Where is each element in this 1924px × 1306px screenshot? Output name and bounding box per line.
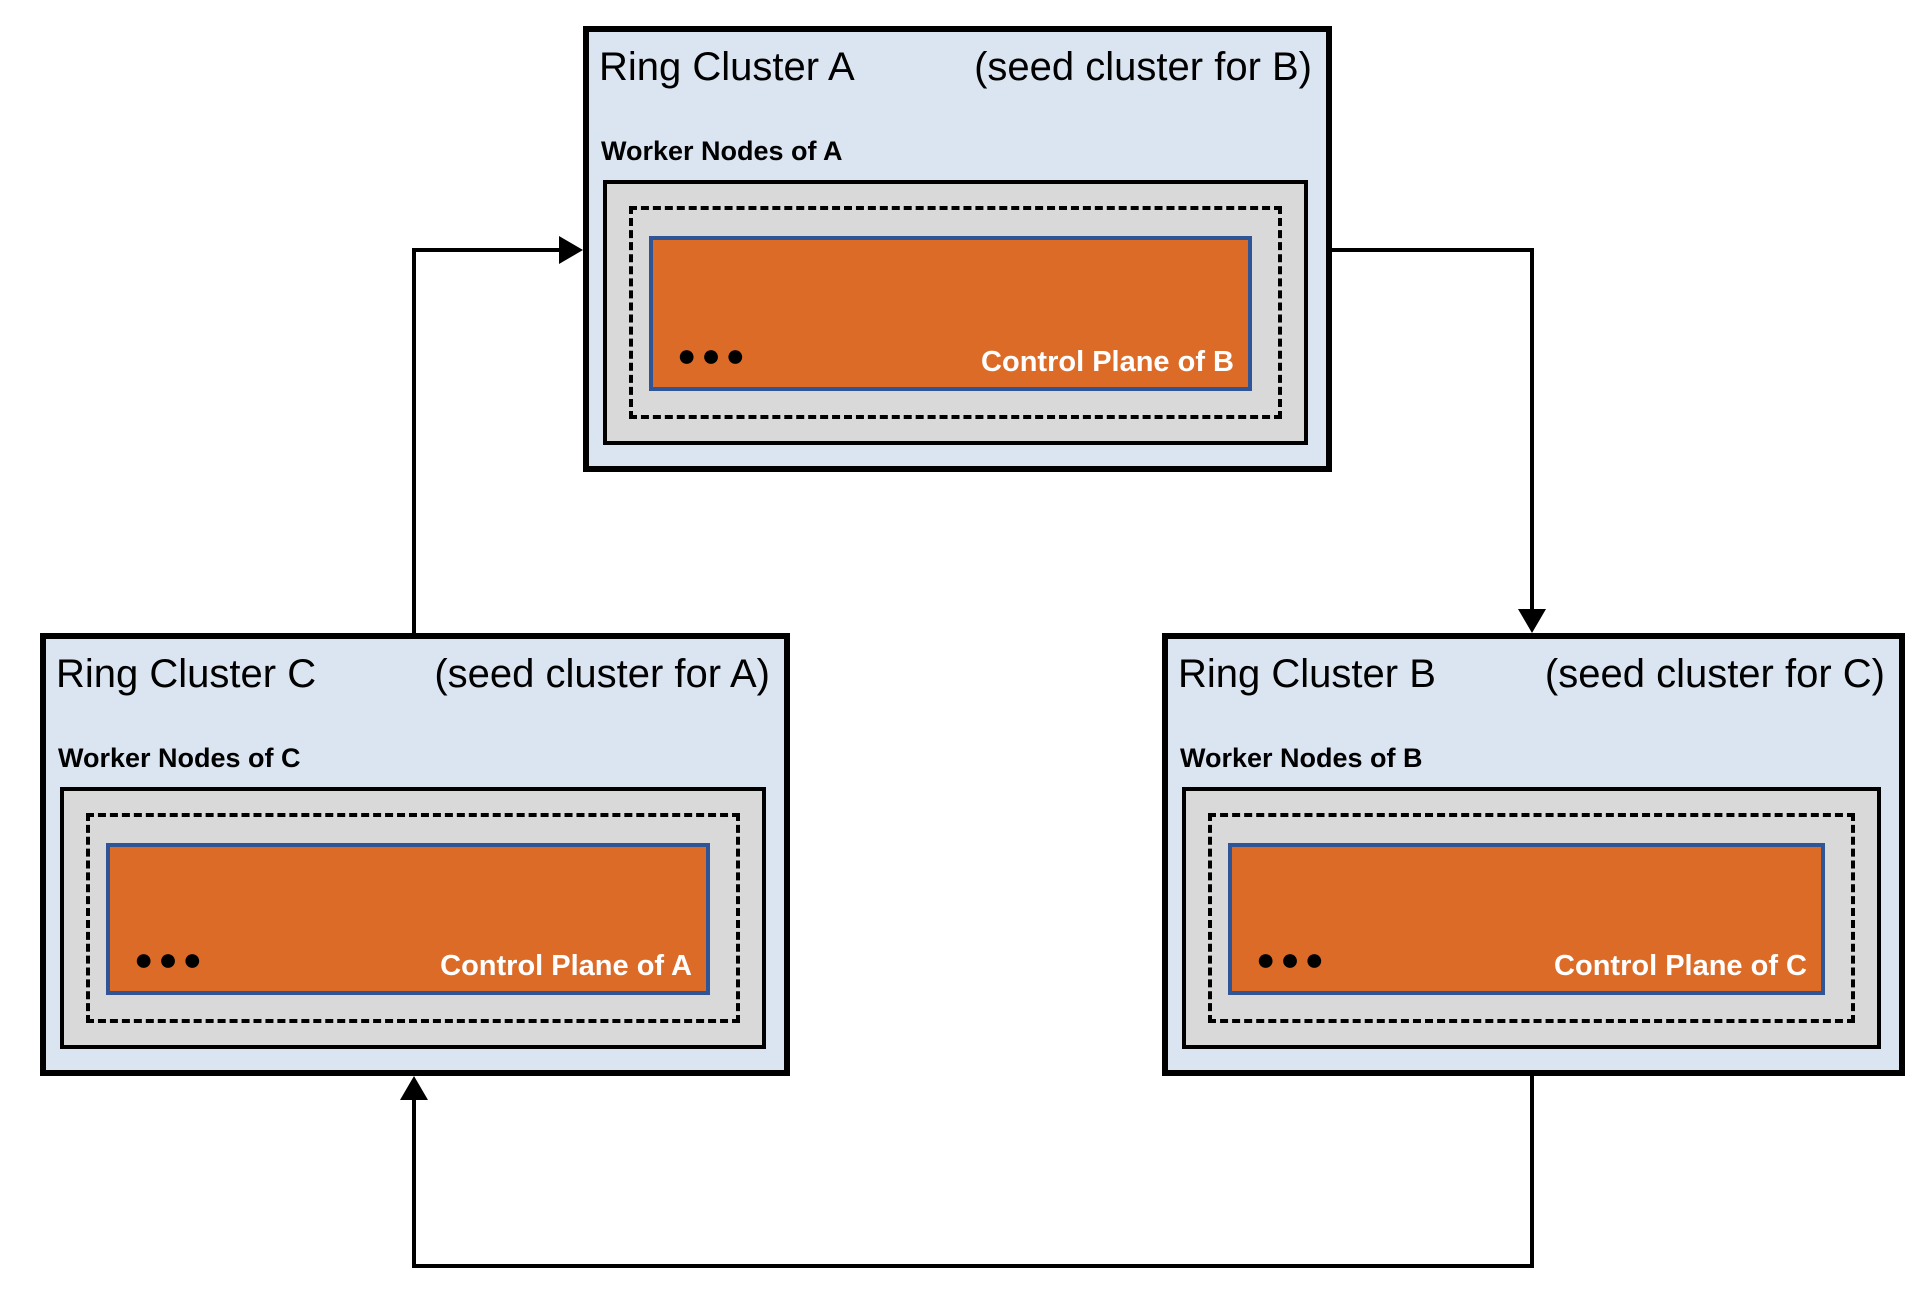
ring-cluster-b: Ring Cluster B (seed cluster for C) Work… — [1162, 633, 1905, 1076]
cluster-c-worker-nodes-box: ●●● Control Plane of A — [60, 787, 766, 1049]
cluster-b-worker-nodes-label: Worker Nodes of B — [1180, 743, 1423, 773]
cluster-a-seed-note: (seed cluster for B) — [974, 45, 1312, 89]
arrow-b-to-c-up-segment — [412, 1100, 416, 1268]
arrow-c-to-a-vertical-segment — [412, 248, 416, 633]
ring-cluster-c: Ring Cluster C (seed cluster for A) Work… — [40, 633, 790, 1076]
arrowhead-down-icon — [1518, 609, 1546, 633]
cluster-c-name: Ring Cluster C — [56, 652, 317, 696]
arrow-b-to-c-down-segment — [1530, 1076, 1534, 1268]
cluster-c-worker-nodes-label: Worker Nodes of C — [58, 743, 301, 773]
ellipsis-dots-icon: ●●● — [677, 337, 750, 373]
cluster-c-control-plane-box: ●●● Control Plane of A — [106, 843, 710, 995]
ellipsis-dots-icon: ●●● — [1256, 941, 1329, 977]
cluster-c-dashed-boundary: ●●● Control Plane of A — [86, 813, 740, 1023]
cluster-b-control-plane-box: ●●● Control Plane of C — [1228, 843, 1825, 995]
cluster-b-title-row: Ring Cluster B (seed cluster for C) — [1168, 639, 1899, 697]
cluster-c-seed-note: (seed cluster for A) — [434, 652, 770, 696]
ellipsis-dots-icon: ●●● — [134, 941, 207, 977]
cluster-b-worker-nodes-box: ●●● Control Plane of C — [1182, 787, 1881, 1049]
arrow-a-to-b-vertical-segment — [1530, 248, 1534, 609]
cluster-a-control-plane-box: ●●● Control Plane of B — [649, 236, 1252, 391]
cluster-a-name: Ring Cluster A — [599, 45, 855, 89]
ring-cluster-a: Ring Cluster A (seed cluster for B) Work… — [583, 26, 1332, 472]
arrow-a-to-b-horizontal-segment — [1332, 248, 1532, 252]
arrowhead-right-icon — [559, 236, 583, 264]
cluster-b-name: Ring Cluster B — [1178, 652, 1436, 696]
cluster-b-control-plane-label: Control Plane of C — [1554, 950, 1807, 982]
cluster-a-control-plane-label: Control Plane of B — [981, 346, 1234, 378]
cluster-a-dashed-boundary: ●●● Control Plane of B — [629, 206, 1282, 419]
arrow-b-to-c-horizontal-segment — [412, 1264, 1534, 1268]
cluster-b-dashed-boundary: ●●● Control Plane of C — [1208, 813, 1855, 1023]
arrowhead-up-icon — [400, 1076, 428, 1100]
cluster-b-seed-note: (seed cluster for C) — [1544, 652, 1885, 696]
cluster-a-title-row: Ring Cluster A (seed cluster for B) — [589, 32, 1326, 90]
cluster-a-worker-nodes-label: Worker Nodes of A — [601, 136, 843, 166]
cluster-a-worker-nodes-box: ●●● Control Plane of B — [603, 180, 1308, 445]
cluster-c-title-row: Ring Cluster C (seed cluster for A) — [46, 639, 784, 697]
cluster-c-control-plane-label: Control Plane of A — [440, 950, 692, 982]
arrow-c-to-a-horizontal-segment — [412, 248, 559, 252]
